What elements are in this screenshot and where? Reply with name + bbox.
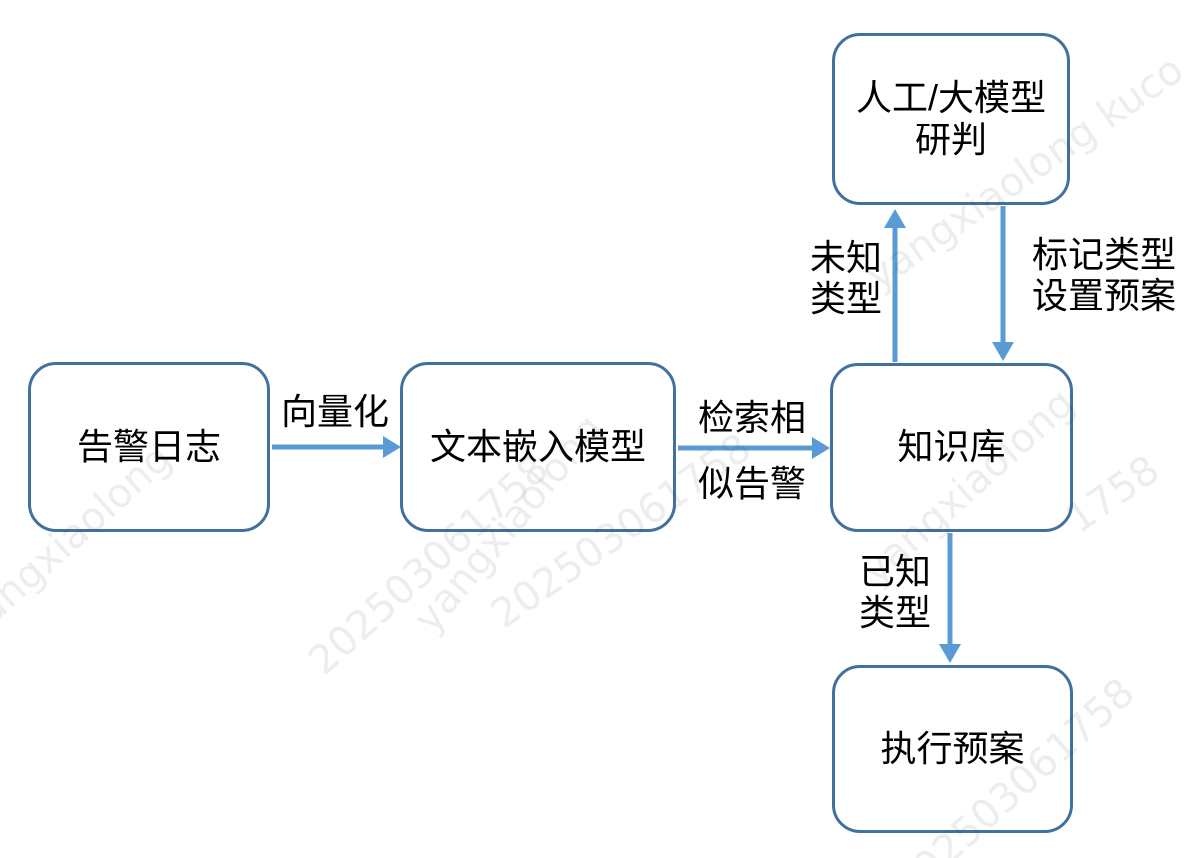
node-alert-log-label: 告警日志 [76,425,221,467]
node-knowledge-base: 知识库 [830,363,1073,532]
node-alert-log: 告警日志 [28,362,270,532]
arrow-known-type-down [939,533,961,663]
node-text-embedding-model-label: 文本嵌入模型 [429,425,646,467]
arrow-mark-type-down [992,206,1014,361]
arrow-vectorize [272,436,401,458]
node-manual-llm-analysis: 人工/大模型 研判 [832,33,1070,205]
watermark-text: 1758 [1058,446,1168,543]
node-execute-plan-label: 执行预案 [880,727,1025,769]
node-manual-llm-analysis-label-line1: 人工/大模型 [855,76,1046,118]
node-text-embedding-model: 文本嵌入模型 [400,362,676,532]
edge-label-retrieve-similar: 检索相 似告警 [697,397,806,504]
node-manual-llm-analysis-label-line2: 研判 [914,119,987,160]
edge-label-mark-type-set-plan: 标记类型 设置预案 [1031,234,1176,316]
arrow-unknown-type-up [884,209,906,362]
node-execute-plan: 执行预案 [832,665,1073,833]
edge-label-known-type: 已知 类型 [858,551,931,633]
edge-label-unknown-type: 未知 类型 [809,237,882,319]
edge-label-vectorize: 向量化 [280,391,389,432]
node-knowledge-base-label: 知识库 [897,426,1006,468]
